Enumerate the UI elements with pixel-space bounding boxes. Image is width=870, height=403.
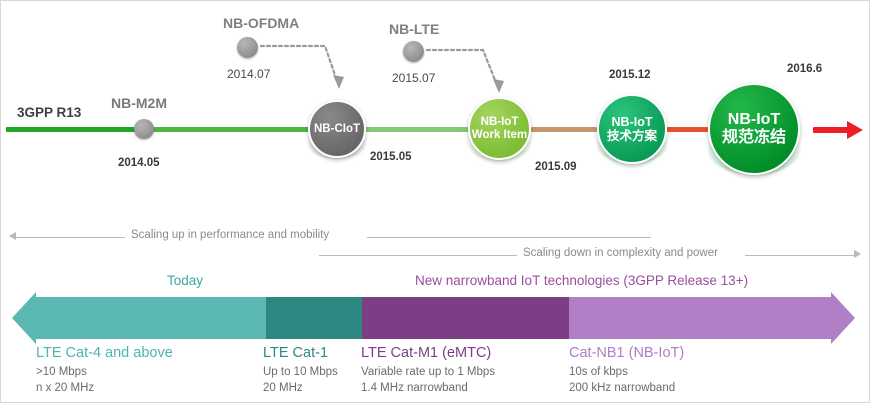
timeline-start-label: 3GPP R13 [17, 105, 82, 120]
timeline-node-nb-iot-tech-line2: 技术方案 [606, 129, 657, 143]
timeline-node-nb-ciot[interactable]: NB-CIoT [308, 100, 366, 158]
timeline-node-nb-iot-work-item[interactable]: NB-IoT Work Item [468, 97, 531, 160]
timeline-date-nb-ciot: 2015.05 [370, 151, 412, 163]
timeline-node-nb-iot-work-item-line2: Work Item [471, 128, 528, 141]
band-label-cat-nb1: Cat-NB1 (NB-IoT) 10s of kbps 200 kHz nar… [569, 345, 684, 396]
band-segment-cat-nb1[interactable] [569, 297, 831, 339]
scaling-down-rule-right [745, 255, 855, 256]
band-strip [1, 292, 869, 344]
timeline-segment-5 [667, 127, 708, 132]
scaling-up-label: Scaling up in performance and mobility [131, 229, 330, 241]
timeline-node-nb-iot-work-item-line1: NB-IoT [480, 115, 519, 128]
timeline-end-arrow-icon [847, 121, 863, 139]
timeline-segment-2 [153, 127, 309, 132]
band-right-arrow-icon [831, 292, 855, 344]
timeline-date-nb-iot-freeze: 2016.6 [787, 63, 823, 75]
timeline-segment-1 [6, 127, 143, 132]
band-segment-lte-cat4[interactable] [36, 297, 266, 339]
connector-arrow-nb-lte [425, 48, 504, 93]
timeline-segment-4 [531, 127, 597, 132]
timeline-date-nb-m2m: 2014.05 [118, 157, 160, 169]
satellite-dot-nb-ofdma [237, 37, 258, 58]
satellite-date-nb-lte: 2015.07 [392, 71, 436, 85]
band-title-lte-cat4: LTE Cat-4 and above [36, 345, 173, 361]
band-sub2-lte-cat-m1: 1.4 MHz narrowband [361, 381, 468, 394]
timeline-node-nb-m2m[interactable] [134, 119, 154, 139]
satellite-label-nb-lte: NB-LTE [389, 21, 440, 37]
timeline-node-nb-iot-tech[interactable]: NB-IoT 技术方案 [597, 94, 667, 164]
band-label-lte-cat4: LTE Cat-4 and above >10 Mbps n x 20 MHz [36, 345, 173, 396]
band-left-arrow-icon [12, 292, 36, 344]
timeline-date-nb-iot-work-item: 2015.09 [535, 161, 577, 173]
band-section: Today New narrowband IoT technologies (3… [1, 269, 869, 402]
band-header-today: Today [167, 273, 204, 288]
timeline-section: 3GPP R13 NB-OFDMA 2014.07 NB-LTE 2015.07… [1, 1, 869, 211]
timeline-node-nb-ciot-line1: NB-CIoT [314, 122, 360, 135]
timeline-node-label-nb-m2m: NB-M2M [111, 95, 167, 111]
timeline-node-nb-iot-freeze-line2: 规范冻结 [721, 129, 786, 146]
band-sub2-lte-cat1: 20 MHz [263, 381, 303, 394]
band-sub1-lte-cat1: Up to 10 Mbps [263, 366, 338, 378]
scaling-up-rule-left [15, 237, 125, 238]
band-sub2-cat-nb1: 200 kHz narrowband [569, 381, 676, 394]
band-header-new-narrowband: New narrowband IoT technologies (3GPP Re… [415, 273, 749, 288]
scaling-down-row: Scaling down in complexity and power [1, 247, 869, 263]
scaling-down-label: Scaling down in complexity and power [523, 247, 718, 259]
timeline-segment-3 [365, 127, 472, 132]
connector-arrow-nb-ofdma [259, 44, 344, 89]
scaling-section: Scaling up in performance and mobility S… [1, 219, 869, 267]
scaling-up-rule-right [367, 237, 651, 238]
band-label-lte-cat1: LTE Cat-1 Up to 10 Mbps 20 MHz [263, 345, 338, 396]
band-segment-lte-cat1[interactable] [266, 297, 362, 339]
scaling-down-arrow-icon [854, 250, 861, 258]
scaling-down-rule-left [319, 255, 517, 256]
scaling-up-arrow-icon [9, 232, 16, 240]
satellite-label-nb-ofdma: NB-OFDMA [223, 15, 300, 31]
band-label-lte-cat-m1: LTE Cat-M1 (eMTC) Variable rate up to 1 … [361, 345, 495, 396]
band-sub1-cat-nb1: 10s of kbps [569, 366, 628, 378]
satellite-date-nb-ofdma: 2014.07 [227, 67, 271, 81]
band-sub1-lte-cat-m1: Variable rate up to 1 Mbps [361, 366, 496, 378]
band-sub2-lte-cat4: n x 20 MHz [36, 381, 95, 394]
timeline-node-nb-iot-freeze[interactable]: NB-IoT 规范冻结 [708, 83, 800, 175]
satellite-dot-nb-lte [403, 41, 424, 62]
band-sub1-lte-cat4: >10 Mbps [36, 366, 87, 378]
band-segment-lte-cat-m1[interactable] [362, 297, 569, 339]
timeline-date-nb-iot-tech: 2015.12 [609, 69, 651, 81]
band-title-lte-cat1: LTE Cat-1 [263, 345, 329, 361]
band-title-lte-cat-m1: LTE Cat-M1 (eMTC) [361, 345, 492, 361]
timeline-node-nb-iot-freeze-line1: NB-IoT [727, 111, 781, 129]
timeline-segment-6 [813, 127, 851, 133]
band-title-cat-nb1: Cat-NB1 (NB-IoT) [569, 345, 685, 361]
timeline-node-nb-iot-tech-line1: NB-IoT [611, 115, 653, 129]
scaling-up-row: Scaling up in performance and mobility [1, 229, 869, 245]
